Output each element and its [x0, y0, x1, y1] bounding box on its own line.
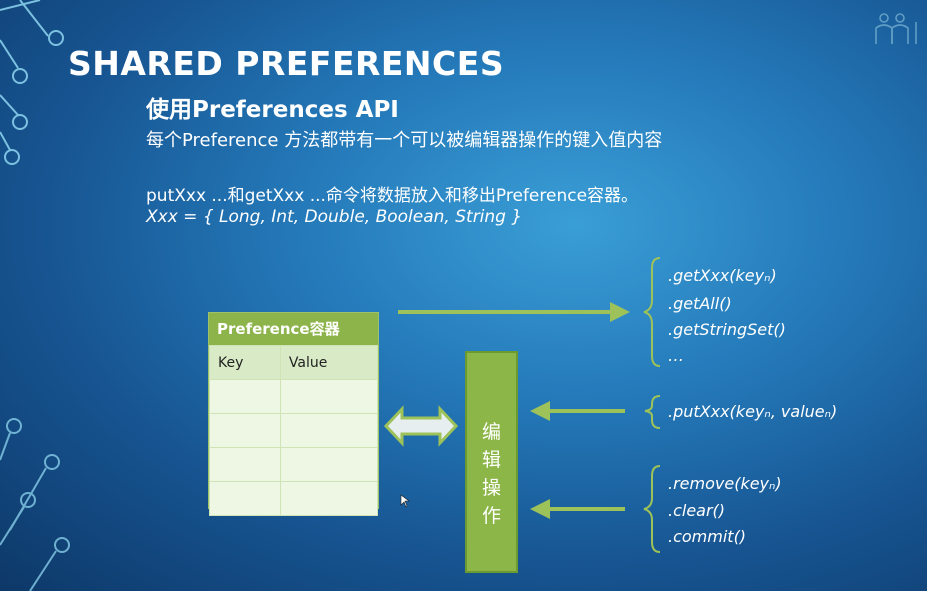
- column-key: Key: [209, 345, 281, 380]
- table-cell: [209, 379, 281, 414]
- table-cell: [209, 413, 281, 448]
- circuit-decoration-top-left: [0, 0, 64, 165]
- double-arrow: [383, 405, 459, 447]
- table-row: [209, 481, 379, 516]
- method-getxxx: .getXxx(keyₙ): [668, 266, 777, 285]
- table-cell: [279, 413, 379, 448]
- circuit-decoration-bottom-left: [0, 418, 70, 591]
- get-arrow: [398, 302, 630, 322]
- brace-put: [644, 395, 661, 429]
- method-remove: .remove(keyₙ): [668, 474, 782, 493]
- table-row: [209, 413, 379, 448]
- brace-get: [643, 257, 661, 367]
- method-clear: .clear(): [668, 501, 726, 520]
- table-row: [209, 379, 379, 414]
- put-arrow: [530, 401, 625, 421]
- table-cell: [279, 379, 379, 414]
- edit-char: 辑: [481, 449, 501, 471]
- put-get-text: putXxx ...和getXxx ...命令将数据放入和移出Preferenc…: [146, 186, 639, 206]
- logo-icon: [875, 13, 917, 44]
- types-text: Xxx = { Long, Int, Double, Boolean, Stri…: [146, 207, 523, 227]
- container-header: Preference容器: [209, 313, 378, 345]
- method-putxxx: .putXxx(keyₙ, valueₙ): [668, 402, 838, 421]
- table-cell: [279, 447, 379, 482]
- edit-char: 编: [481, 421, 501, 443]
- method-commit: .commit(): [668, 527, 747, 546]
- slide-title: SHARED PREFERENCES: [68, 44, 505, 83]
- method-getstringset: .getStringSet(): [668, 320, 786, 339]
- column-value: Value: [279, 345, 379, 380]
- table-cell: [209, 447, 281, 482]
- description-text: 每个Preference 方法都带有一个可以被编辑器操作的键入值内容: [146, 130, 663, 151]
- method-getall: .getAll(): [668, 294, 732, 313]
- mouse-cursor-icon: [400, 494, 410, 508]
- table-row: [209, 447, 379, 482]
- commit-arrow: [530, 499, 625, 519]
- table-header-row: Key Value: [209, 345, 379, 380]
- edit-char: 操: [481, 477, 501, 499]
- edit-operation-bar: 编 辑 操 作: [465, 351, 518, 573]
- table-cell: [279, 481, 379, 516]
- brace-commit: [643, 465, 661, 553]
- edit-char: 作: [481, 505, 501, 527]
- container-table: Key Value: [209, 345, 379, 516]
- slide-subtitle: 使用Preferences API: [146, 97, 399, 123]
- preference-container: Preference容器 Key Value: [208, 312, 379, 516]
- method-ellipsis: …: [668, 346, 684, 365]
- table-cell: [209, 481, 281, 516]
